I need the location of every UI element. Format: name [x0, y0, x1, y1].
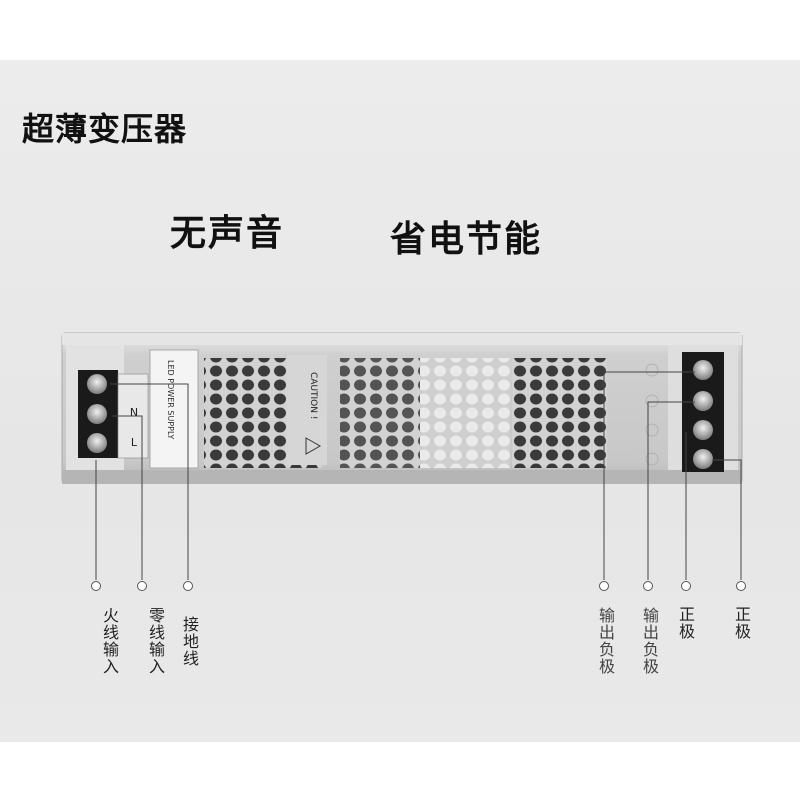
leader-lines	[95, 371, 742, 580]
callout-dot-output-neg-2	[643, 581, 653, 591]
callout-dot-positive-1	[681, 581, 691, 591]
label-plate: LED POWER SUPPLY	[149, 349, 199, 469]
caution-label: CAUTION !	[287, 355, 327, 465]
callout-neutral-input: 零线输入	[146, 607, 165, 675]
ventilation-grille	[204, 358, 607, 468]
caution-text: CAUTION !	[308, 372, 318, 419]
product-title: 超薄变压器	[22, 110, 188, 148]
callout-output-neg-1: 输出负极	[596, 607, 615, 675]
callout-dot-ground	[183, 581, 193, 591]
plate-text: LED POWER SUPPLY	[166, 360, 175, 439]
terminal-mark-n: N	[130, 406, 138, 419]
callout-dot-live	[91, 581, 101, 591]
callout-positive-1: 正极	[676, 606, 695, 640]
callout-output-neg-2: 输出负极	[640, 607, 659, 675]
callout-live-input: 火线输入	[100, 607, 119, 675]
feature-energy-saving: 省电节能	[390, 219, 543, 260]
callout-dot-output-neg-1	[599, 581, 609, 591]
callout-dot-positive-2	[736, 581, 746, 591]
callout-ground: 接地线	[180, 615, 199, 667]
terminal-mark-l: L	[131, 436, 138, 449]
feature-silent: 无声音	[170, 213, 285, 254]
input-terminal-block: N L	[78, 370, 149, 459]
callout-dot-neutral	[137, 581, 147, 591]
callout-positive-2: 正极	[732, 606, 751, 640]
